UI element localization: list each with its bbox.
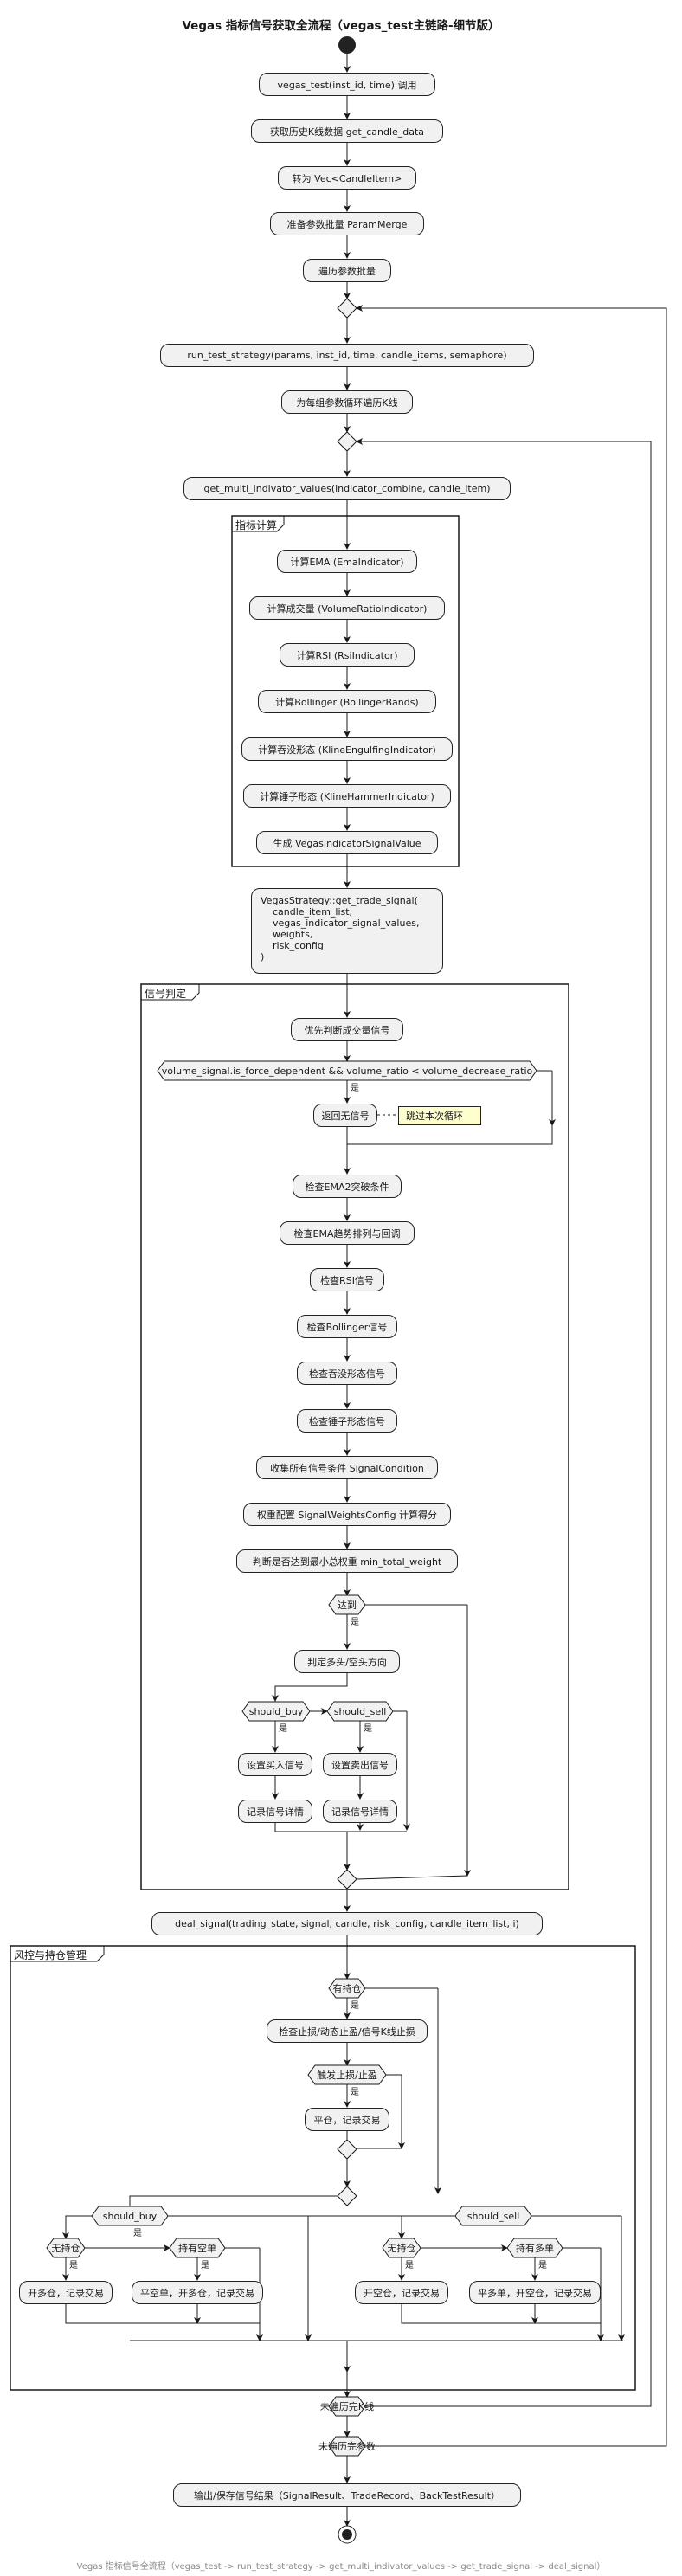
decision-has-position: 有持仓 — [332, 1983, 362, 1994]
footer-caption: Vegas 指标信号全流程（vegas_test -> run_test_str… — [76, 2562, 606, 2572]
decision-loop-candles: 未遍历完K线 — [319, 2401, 375, 2412]
decision-should-sell-2: should_sell — [466, 2210, 520, 2222]
yes-label: 是 — [351, 1618, 359, 1627]
activity-check-ema2: 检查EMA2突破条件 — [293, 1175, 402, 1198]
activity-vegas-test: vegas_test(inst_id, time) 调用 — [259, 73, 435, 96]
activity-judge-direction: 判定多头/空头方向 — [294, 1650, 400, 1673]
yes-label: 是 — [405, 2261, 414, 2270]
activity-output-results: 输出/保存信号结果（SignalResult、TradeRecord、BackT… — [173, 2483, 521, 2507]
group-title-indicator: 指标计算 — [235, 519, 278, 531]
activity-set-sell-signal: 设置卖出信号 — [323, 1753, 397, 1776]
yes-label: 是 — [351, 2001, 359, 2011]
activity-gen-signal-value: 生成 VegasIndicatorSignalValue — [256, 831, 438, 854]
group-title-risk: 风控与持仓管理 — [14, 1949, 87, 1961]
decision-volume: volume_signal.is_force_dependent && volu… — [161, 1065, 533, 1077]
decision-hold-long: 持有多单 — [516, 2243, 554, 2254]
activity-get-candle-data: 获取历史K线数据 get_candle_data — [251, 119, 443, 143]
activity-check-ema-trend: 检查EMA趋势排列与回调 — [280, 1221, 415, 1245]
end-node — [338, 2525, 357, 2544]
activity-calc-volume: 计算成交量 (VolumeRatioIndicator) — [249, 596, 445, 620]
yes-label: 是 — [364, 1724, 372, 1734]
activity-collect-conditions: 收集所有信号条件 SignalCondition — [256, 1456, 438, 1479]
activity-return-no-signal: 返回无信号 — [313, 1104, 377, 1127]
start-node — [338, 36, 356, 54]
activity-min-total-weight: 判断是否达到最小总权重 min_total_weight — [236, 1549, 458, 1573]
yes-label: 是 — [133, 2229, 142, 2238]
decision-stop-triggered: 触发止损/止盈 — [317, 2070, 377, 2081]
decision-should-buy-2: should_buy — [102, 2210, 158, 2222]
decision-no-position-1: 无持仓 — [51, 2243, 80, 2254]
note-skip-loop: 跳过本次循环 — [398, 1106, 481, 1125]
activity-record-sell-detail: 记录信号详情 — [323, 1800, 397, 1823]
activity-close-position: 平仓，记录交易 — [305, 2108, 389, 2131]
activity-get-multi-indicator-values: get_multi_indivator_values(indicator_com… — [183, 477, 511, 500]
yes-label: 是 — [201, 2261, 209, 2270]
activity-get-trade-signal: VegasStrategy::get_trade_signal( candle_… — [251, 888, 443, 974]
activity-open-short: 开空仓，记录交易 — [355, 2281, 448, 2304]
yes-label: 是 — [279, 1724, 287, 1734]
decision-hold-short: 持有空单 — [178, 2243, 216, 2254]
activity-check-volume: 优先判断成交量信号 — [291, 1018, 403, 1041]
yes-label: 是 — [69, 2261, 78, 2270]
activity-calc-bollinger: 计算Bollinger (BollingerBands) — [258, 690, 436, 713]
group-title-signal: 信号判定 — [145, 988, 187, 1000]
activity-calc-hammer: 计算锤子形态 (KlineHammerIndicator) — [243, 784, 451, 808]
decision-should-sell-1: should_sell — [333, 1705, 387, 1717]
yes-label: 是 — [351, 1084, 359, 1093]
activity-param-merge: 准备参数批量 ParamMerge — [270, 212, 424, 235]
yes-label: 是 — [538, 2261, 547, 2270]
diagram-title: Vegas 指标信号获取全流程（vegas_test主链路-细节版） — [182, 19, 500, 33]
activity-open-long: 开多仓，记录交易 — [19, 2281, 113, 2304]
decision-should-buy-1: should_buy — [248, 1705, 304, 1717]
activity-calc-rsi: 计算RSI (RsiIndicator) — [280, 643, 415, 667]
activity-weights-score: 权重配置 SignalWeightsConfig 计算得分 — [243, 1503, 451, 1526]
decision-loop-params: 未遍历完参数 — [318, 2441, 376, 2452]
activity-iterate-params: 遍历参数批量 — [303, 259, 391, 282]
activity-loop-candles: 为每组参数循环遍历K线 — [281, 390, 413, 414]
activity-check-stop-loss: 检查止损/动态止盈/信号K线止损 — [267, 2019, 428, 2043]
activity-calc-engulfing: 计算吞没形态 (KlineEngulfingIndicator) — [241, 737, 453, 761]
activity-deal-signal: deal_signal(trading_state, signal, candl… — [151, 1912, 543, 1935]
activity-check-rsi: 检查RSI信号 — [310, 1268, 384, 1291]
activity-close-short-open-long: 平空单，开多仓，记录交易 — [132, 2281, 263, 2304]
activity-to-candle-items: 转为 Vec<CandleItem> — [278, 166, 416, 190]
activity-record-buy-detail: 记录信号详情 — [238, 1800, 312, 1823]
yes-label: 是 — [351, 2088, 359, 2097]
decision-no-position-2: 无持仓 — [387, 2243, 416, 2254]
activity-close-long-open-short: 平多单，开空仓，记录交易 — [469, 2281, 601, 2304]
activity-check-engulfing: 检查吞没形态信号 — [297, 1362, 397, 1385]
activity-calc-ema: 计算EMA (EmaIndicator) — [277, 550, 417, 573]
activity-check-bollinger: 检查Bollinger信号 — [297, 1315, 397, 1338]
activity-set-buy-signal: 设置买入信号 — [238, 1753, 312, 1776]
activity-check-hammer: 检查锤子形态信号 — [297, 1409, 397, 1433]
decision-reach: 达到 — [338, 1600, 357, 1611]
activity-run-test-strategy: run_test_strategy(params, inst_id, time,… — [160, 344, 534, 367]
